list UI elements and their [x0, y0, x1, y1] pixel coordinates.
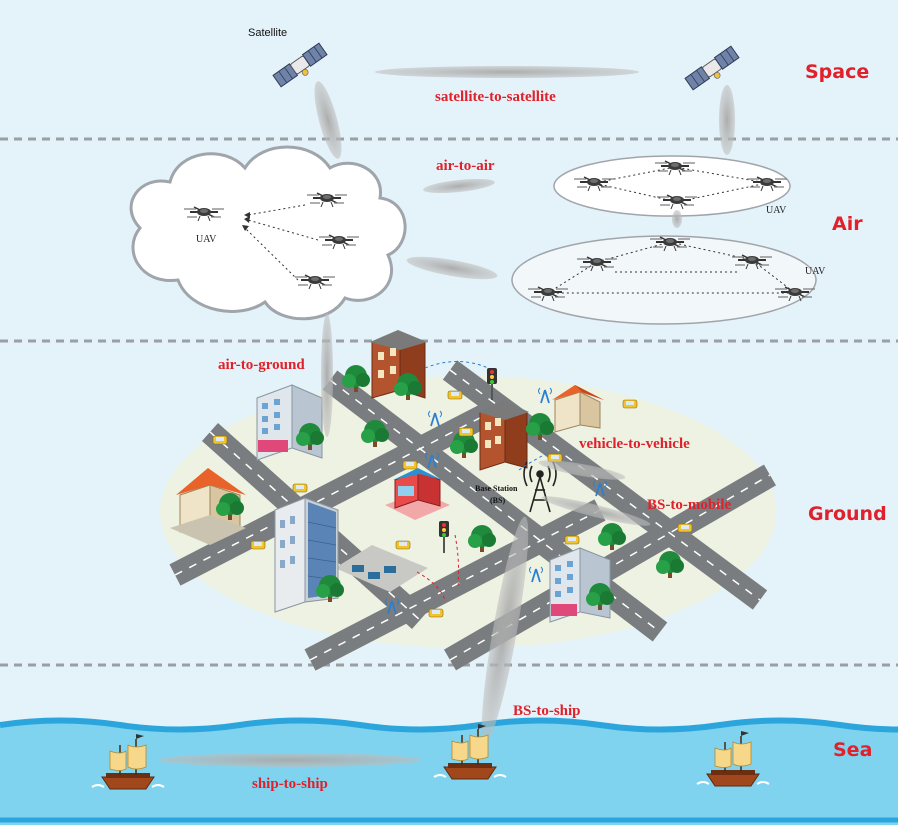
building-office-left: [256, 384, 323, 461]
uav-cloud-label: UAV: [196, 234, 217, 245]
layer-label-space: Space: [805, 61, 870, 83]
link-label-air-to-air: air-to-air: [436, 158, 495, 174]
uav-swarm-bottom-ellipse: [511, 235, 817, 325]
link-label-bs-to-ship: BS-to-ship: [513, 703, 581, 719]
uav-cloud-links: [244, 204, 319, 281]
building-shop: [385, 468, 450, 520]
link-label-ship-to-ship: ship-to-ship: [252, 776, 328, 792]
link-label-vehicle-to-vehicle: vehicle-to-vehicle: [579, 436, 690, 452]
base-station-label: Base Station: [475, 484, 518, 493]
uav-swarm-bottom-label: UAV: [805, 266, 826, 277]
building-brick-center: [478, 400, 529, 471]
uav-cloud-link-arrows: [242, 212, 250, 231]
parked-cars: [352, 565, 396, 579]
uav-swarm-top-label: UAV: [766, 205, 787, 216]
uav-cloud: [129, 145, 407, 321]
building-house-right: [552, 385, 604, 433]
parking-lot: [335, 545, 428, 592]
base-station-abbr-label: (BS): [490, 496, 506, 505]
uav-swarm-top-ellipse: [553, 155, 791, 217]
satellite-label: Satellite: [248, 27, 288, 39]
link-beams: [158, 66, 735, 767]
layer-label-sea: Sea: [833, 739, 873, 761]
link-label-satellite-to-satellite: satellite-to-satellite: [435, 89, 556, 105]
building-tower: [274, 497, 339, 613]
ground-links: [416, 361, 549, 601]
link-label-air-to-ground: air-to-ground: [218, 357, 305, 373]
traffic-lights: [439, 368, 497, 553]
link-label-bs-to-mobile: BS-to-mobile: [647, 497, 732, 513]
layer-label-ground: Ground: [808, 503, 887, 525]
layer-label-air: Air: [832, 213, 863, 235]
